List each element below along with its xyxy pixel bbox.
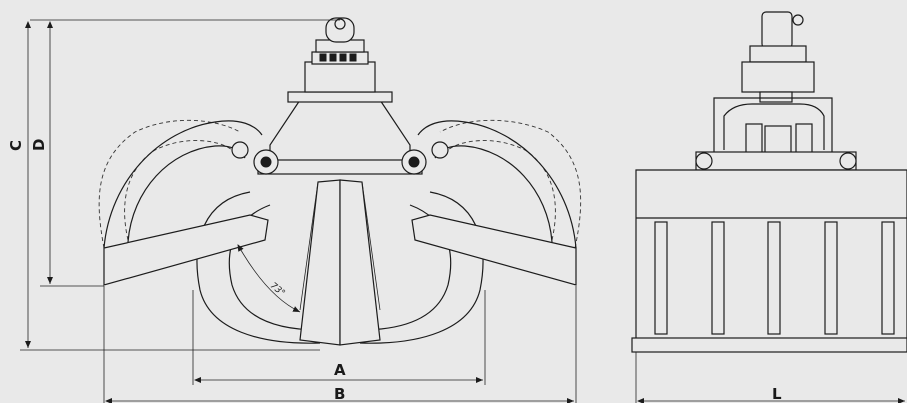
dim-l-label: L [772,385,782,403]
dim-a-label: A [334,361,346,379]
side-link-pin [792,14,804,26]
left-arm [103,214,269,286]
right-arm-curve [417,120,577,249]
side-rotator [741,61,815,93]
closed-shell-right [359,191,484,344]
angle-arc [237,244,301,313]
side-link-lug [761,11,793,49]
right-arm [411,214,577,286]
side-shaft-end-left [695,152,713,170]
dim-c-label: C [7,140,25,151]
side-rotator-base [759,91,793,103]
bolt-2 [329,53,337,62]
front-view: 73° C D A B [7,17,582,403]
center-shell-left [299,179,341,346]
side-view: L [631,11,907,403]
side-frame-inner [723,103,825,150]
side-rib-5 [881,221,895,335]
closed-shell-left [196,191,321,344]
bolt-4 [349,53,357,62]
body-cross-beam [257,159,423,175]
side-swivel [749,45,807,63]
link-pin [334,18,346,30]
link-lug [325,17,355,43]
side-rib-3 [767,221,781,335]
shell-edge-left [299,181,319,311]
body-top-plate [287,91,393,103]
rotator-housing [304,61,376,93]
angle-label: 73° [268,281,287,299]
dim-b-label: B [334,385,345,403]
side-bucket-base [631,337,907,353]
pivot-right [401,141,449,175]
side-rib-1 [654,221,668,335]
side-cross-shaft [695,151,857,171]
bolt-3 [339,53,347,62]
side-rib-4 [824,221,838,335]
side-shaft-end-right [839,152,857,170]
center-shell-right [339,179,381,346]
bolt-1 [319,53,327,62]
pivot-left [231,141,279,175]
dim-d-label: D [30,139,48,151]
left-arm-curve [103,120,263,249]
shell-edge-right [361,181,381,311]
side-rib-2 [711,221,725,335]
